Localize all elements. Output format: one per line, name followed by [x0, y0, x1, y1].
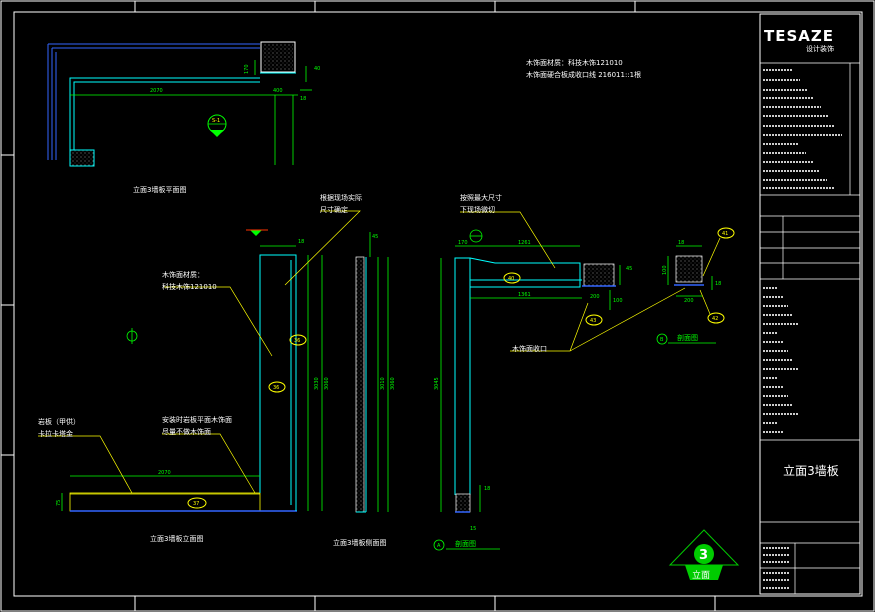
section-a-view: 3045 1261 1361 170 18 15 45 100 200 40 4…: [433, 193, 686, 551]
plan-view: 2070 400 170 40 18 S-1 立面3墙板平面图: [47, 41, 320, 194]
elev-h2-dim: 3060: [324, 377, 330, 390]
title-block-rows: [763, 69, 842, 589]
elevation-view-title: 立面3墙板立面图: [150, 534, 203, 543]
sb-top-dim: 18: [678, 240, 684, 246]
sect-top-dim: 45: [372, 234, 378, 240]
sect-h1-dim: 3010: [380, 377, 386, 390]
section-a-title: 剖面图: [455, 539, 476, 548]
max-size-label-2: 下现场微切: [460, 205, 495, 214]
sa-r1-dim: 45: [626, 266, 632, 272]
tag-36a: [289, 334, 307, 346]
title-block-grid: [760, 62, 860, 594]
sb-r-dim: 18: [715, 281, 721, 287]
material-note-2: 木饰面硬合板成收口线 216011::1根: [526, 70, 641, 79]
section-a-marker-text: A: [437, 543, 441, 549]
elev-left-dim: 75: [56, 500, 62, 506]
side-section-view: 3010 3060 45 立面3墙板侧面图: [333, 232, 396, 547]
tag-40: [503, 272, 521, 284]
material-note-1: 木饰面材质：科技木饰121010: [526, 58, 623, 67]
tag-37: [187, 497, 207, 509]
sa-bot2-dim: 15: [470, 526, 476, 532]
tag-36b-text: 36: [273, 385, 279, 391]
plan-bottom-dim: 18: [300, 96, 306, 102]
install-note-2: 尽量不做木饰面: [162, 427, 211, 436]
sa-bot1-dim: 18: [484, 486, 490, 492]
tag-42: [707, 312, 725, 324]
section-b-view: 100 18 200 18 41 42 B 剖面图: [656, 227, 735, 345]
border-ticks: [1, 1, 716, 611]
drawing-title: 立面3墙板: [783, 464, 839, 478]
wood-material-label-2: 科技木饰121010: [162, 282, 217, 291]
elevation-view: 2070 75 3030 3060 18 36 36 37 根据现场实际 尺寸确…: [38, 193, 362, 543]
tag-41-text: 41: [722, 231, 728, 237]
sheet-type: 立面: [692, 569, 710, 581]
sheet-number: 3: [699, 548, 708, 563]
tag-36b: [268, 381, 286, 393]
tag-41: [717, 227, 735, 239]
tag-36a-text: 36: [294, 338, 300, 344]
sa-top-dim: 170: [458, 240, 468, 246]
field-measure-label-1: 根据现场实际: [320, 193, 362, 202]
section-s1-label: S-1: [212, 118, 220, 124]
plan-side-dim: 40: [314, 66, 320, 72]
side-section-title: 立面3墙板侧面图: [333, 538, 386, 547]
tag-40-text: 40: [508, 276, 514, 282]
rock-board-label-1: 岩板（甲供）: [38, 417, 80, 426]
company-logo: TESAZE: [764, 27, 835, 45]
elev-width-dim: 2070: [158, 470, 171, 476]
level-marker: [250, 230, 262, 236]
section-a-marker: [433, 539, 445, 551]
sa-r2-dim: 100: [613, 298, 623, 304]
plan-small-dim: 400: [273, 88, 283, 94]
wood-material-label-1: 木饰面材质：: [162, 270, 204, 279]
sb-bottom-dim: 200: [684, 298, 694, 304]
edge-trim-label: 木饰面收口: [512, 344, 547, 353]
tag-43: [585, 314, 603, 326]
tag-42-text: 42: [712, 316, 718, 322]
plan-view-title: 立面3墙板平面图: [133, 185, 186, 194]
section-b-title: 剖面图: [677, 333, 698, 342]
company-logo-sub: 设计装饰: [806, 45, 834, 53]
max-size-label-1: 按照最大尺寸: [460, 193, 502, 202]
drawing-border: [13, 11, 863, 597]
sb-left-dim: 100: [662, 265, 668, 275]
field-measure-label-2: 尺寸确定: [320, 205, 348, 214]
tag-37-text: 37: [193, 501, 199, 507]
section-b-marker-text: B: [660, 337, 664, 343]
sa-w1-dim: 1261: [518, 240, 531, 246]
plan-width-dim: 2070: [150, 88, 163, 94]
elev-top-dim: 18: [298, 239, 304, 245]
sa-r3-dim: 200: [590, 294, 600, 300]
title-block: [759, 13, 861, 595]
install-note-1: 安装时岩板平面木饰面: [162, 415, 232, 424]
sheet-marker: 3 立面: [668, 529, 740, 581]
sect-h2-dim: 3060: [390, 377, 396, 390]
tag-43-text: 43: [590, 318, 596, 324]
sa-height-dim: 3045: [434, 377, 440, 390]
rock-board-label-2: 卡拉卡塔金: [38, 429, 73, 438]
elev-height-dim: 3030: [314, 377, 320, 390]
sa-w2-dim: 1361: [518, 292, 531, 298]
plan-h-dim: 170: [244, 64, 250, 74]
section-b-marker: [656, 333, 668, 345]
